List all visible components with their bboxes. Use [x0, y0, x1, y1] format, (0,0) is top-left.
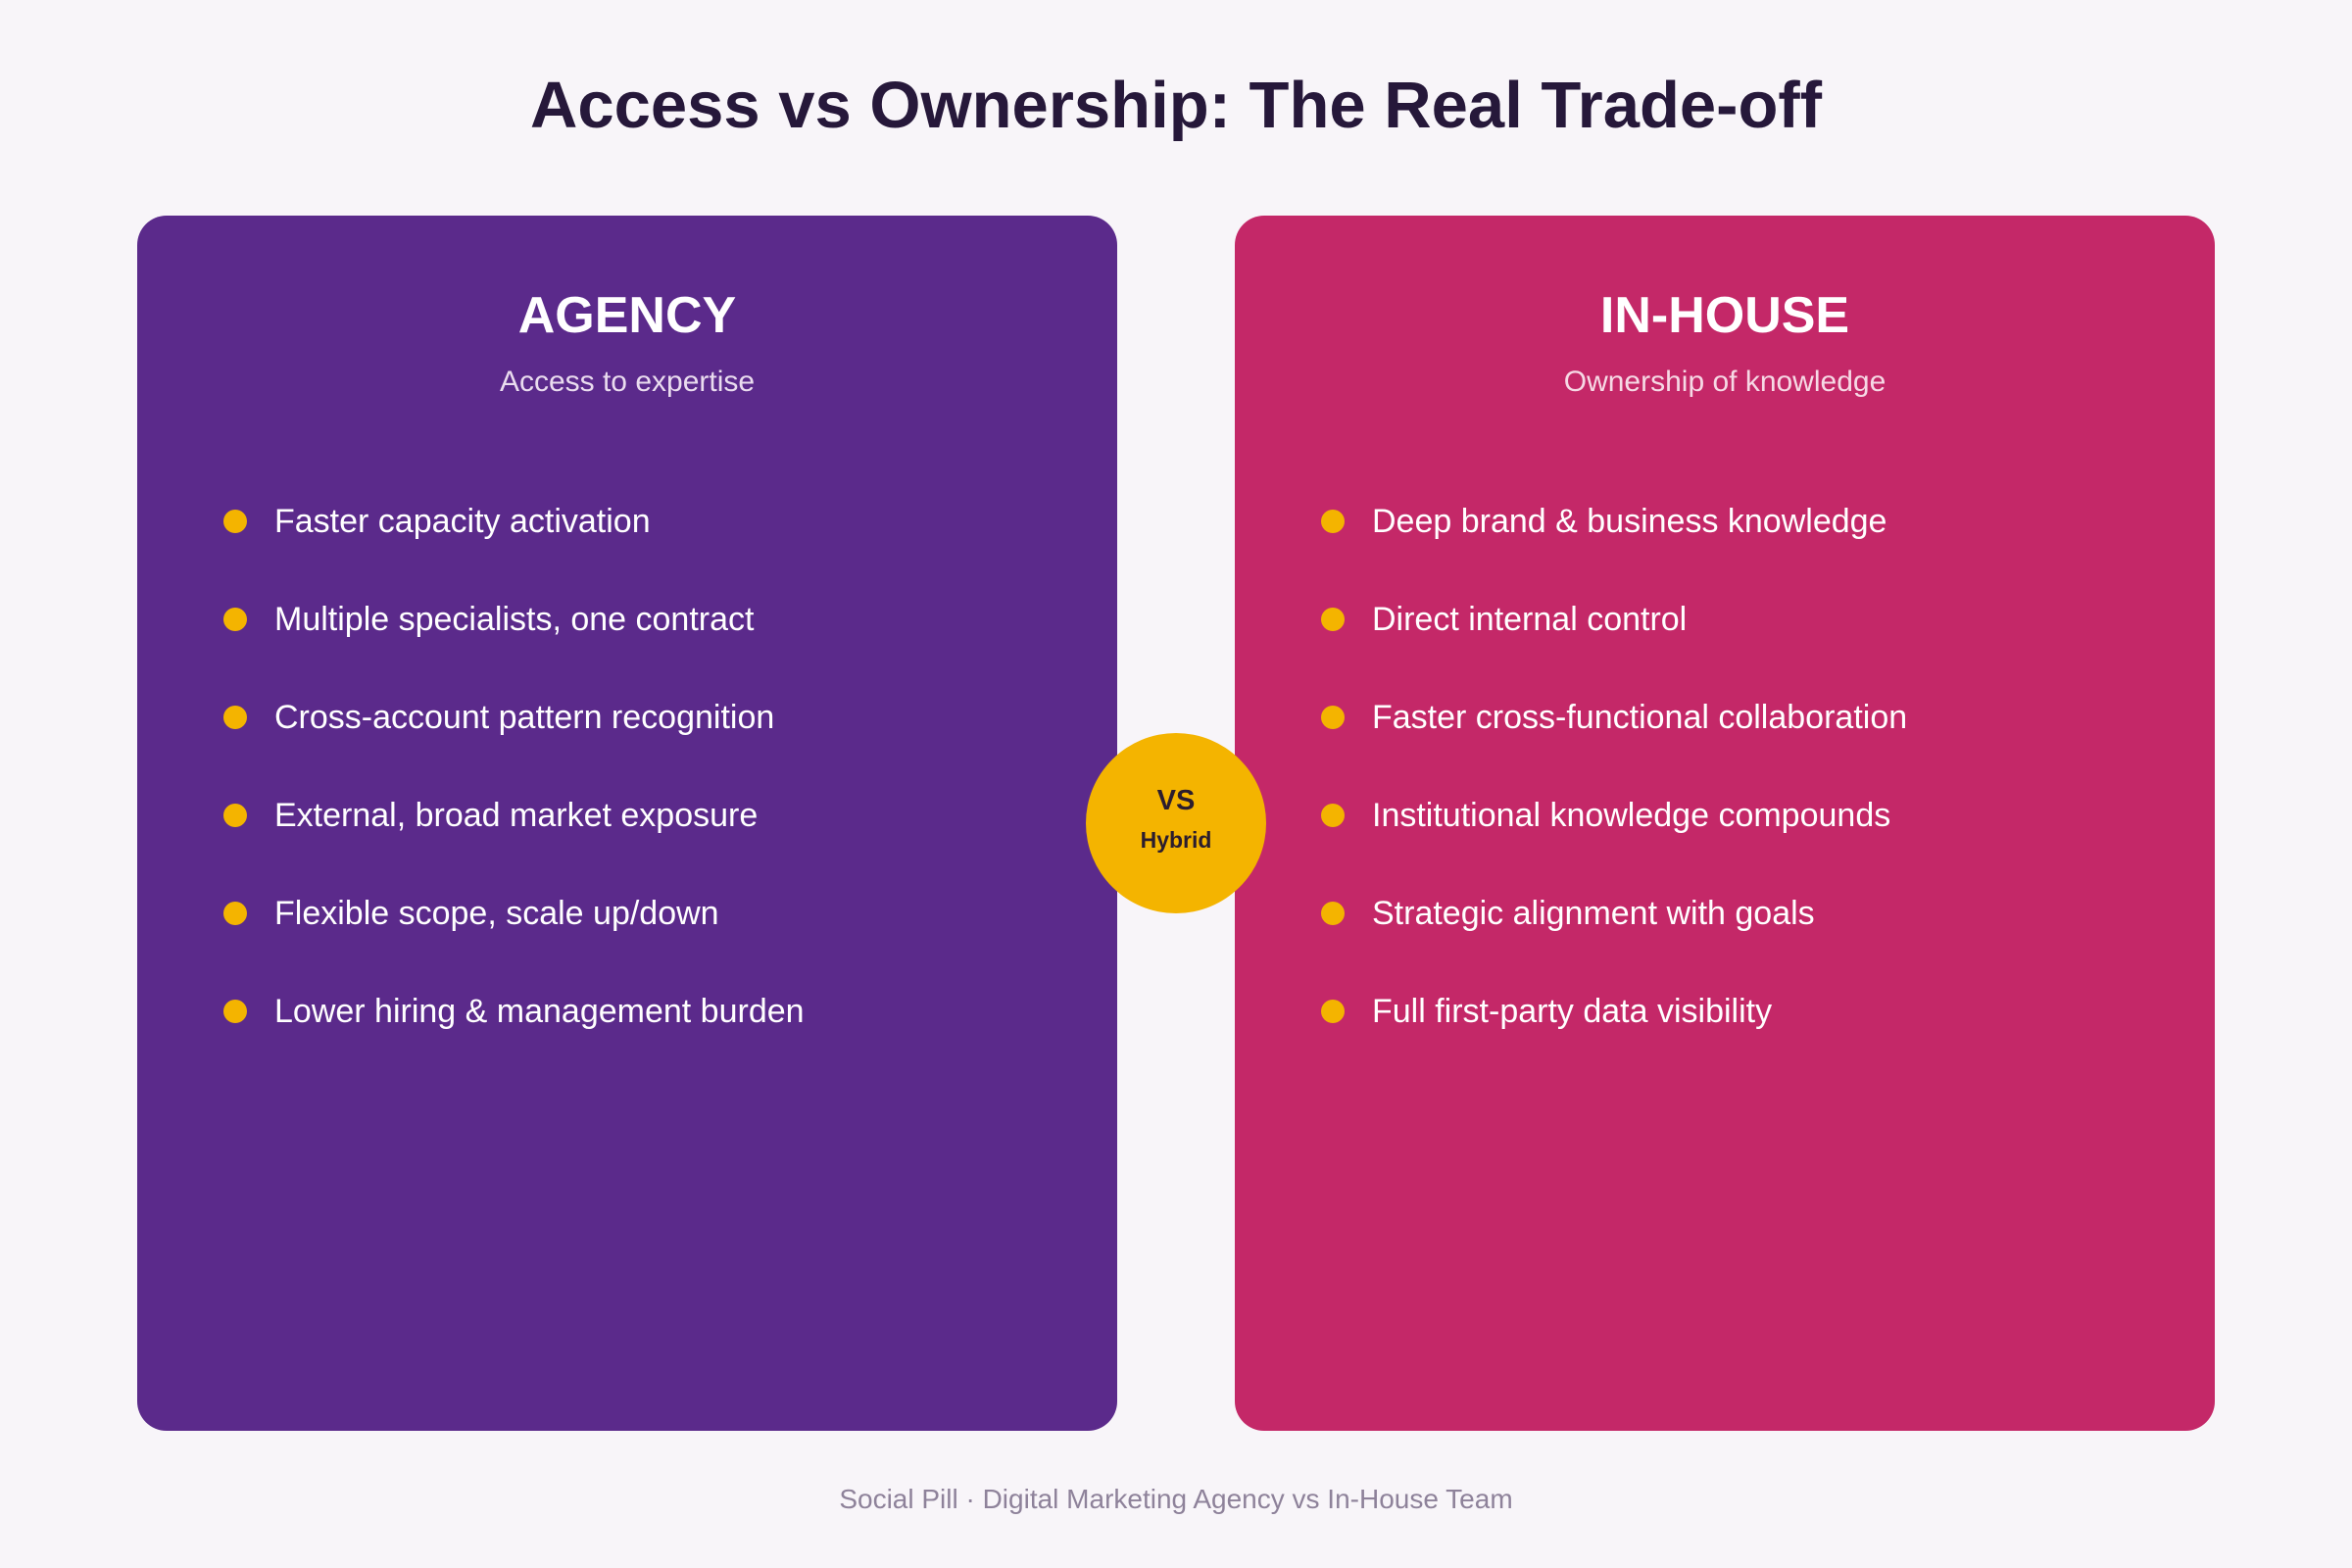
- bullet-dot-icon: [223, 510, 247, 533]
- agency-point-text: External, broad market exposure: [274, 797, 759, 834]
- inhouse-point: Deep brand & business knowledge: [1235, 503, 2215, 608]
- bullet-dot-icon: [223, 706, 247, 729]
- bullet-dot-icon: [1321, 902, 1345, 925]
- bullet-dot-icon: [223, 804, 247, 827]
- page-title: Access vs Ownership: The Real Trade-off: [529, 69, 1823, 142]
- agency-point-text: Multiple specialists, one contract: [274, 601, 755, 638]
- bullet-dot-icon: [1321, 1000, 1345, 1023]
- bullet-dot-icon: [1321, 608, 1345, 631]
- agency-point: Multiple specialists, one contract: [137, 601, 1117, 706]
- inhouse-point-list: Deep brand & business knowledge Direct i…: [1235, 503, 2215, 1098]
- agency-point: Flexible scope, scale up/down: [137, 895, 1117, 1000]
- agency-point-text: Flexible scope, scale up/down: [274, 895, 719, 932]
- agency-point: External, broad market exposure: [137, 797, 1117, 902]
- inhouse-title: IN-HOUSE: [1599, 287, 1850, 344]
- inhouse-point-text: Deep brand & business knowledge: [1372, 503, 1887, 540]
- inhouse-point-text: Strategic alignment with goals: [1372, 895, 1815, 932]
- agency-point: Faster capacity activation: [137, 503, 1117, 608]
- inhouse-point-text: Direct internal control: [1372, 601, 1688, 638]
- agency-panel: AGENCY Access to expertise Faster capaci…: [137, 216, 1117, 1431]
- agency-title: AGENCY: [517, 287, 737, 344]
- inhouse-point: Strategic alignment with goals: [1235, 895, 2215, 1000]
- bullet-dot-icon: [223, 1000, 247, 1023]
- bullet-dot-icon: [1321, 706, 1345, 729]
- agency-point-text: Cross-account pattern recognition: [274, 699, 775, 736]
- inhouse-point-text: Institutional knowledge compounds: [1372, 797, 1891, 834]
- agency-point: Cross-account pattern recognition: [137, 699, 1117, 804]
- bullet-dot-icon: [223, 608, 247, 631]
- hybrid-label: Hybrid: [1140, 827, 1212, 853]
- inhouse-panel: IN-HOUSE Ownership of knowledge Deep bra…: [1235, 216, 2215, 1431]
- vs-label: VS: [1156, 785, 1196, 816]
- agency-point-text: Lower hiring & management burden: [274, 993, 805, 1030]
- vs-badge: VS Hybrid: [1086, 733, 1266, 913]
- inhouse-point: Faster cross-functional collaboration: [1235, 699, 2215, 804]
- bullet-dot-icon: [223, 902, 247, 925]
- agency-subtitle: Access to expertise: [499, 366, 756, 398]
- inhouse-point-text: Faster cross-functional collaboration: [1372, 699, 1908, 736]
- inhouse-point: Full first-party data visibility: [1235, 993, 2215, 1098]
- bullet-dot-icon: [1321, 804, 1345, 827]
- footer-credit: Social Pill · Digital Marketing Agency v…: [839, 1484, 1513, 1514]
- inhouse-point: Institutional knowledge compounds: [1235, 797, 2215, 902]
- agency-point-text: Faster capacity activation: [274, 503, 651, 540]
- agency-point-list: Faster capacity activation Multiple spec…: [137, 503, 1117, 1098]
- inhouse-point-text: Full first-party data visibility: [1372, 993, 1773, 1030]
- bullet-dot-icon: [1321, 510, 1345, 533]
- inhouse-point: Direct internal control: [1235, 601, 2215, 706]
- agency-point: Lower hiring & management burden: [137, 993, 1117, 1098]
- inhouse-subtitle: Ownership of knowledge: [1563, 366, 1886, 398]
